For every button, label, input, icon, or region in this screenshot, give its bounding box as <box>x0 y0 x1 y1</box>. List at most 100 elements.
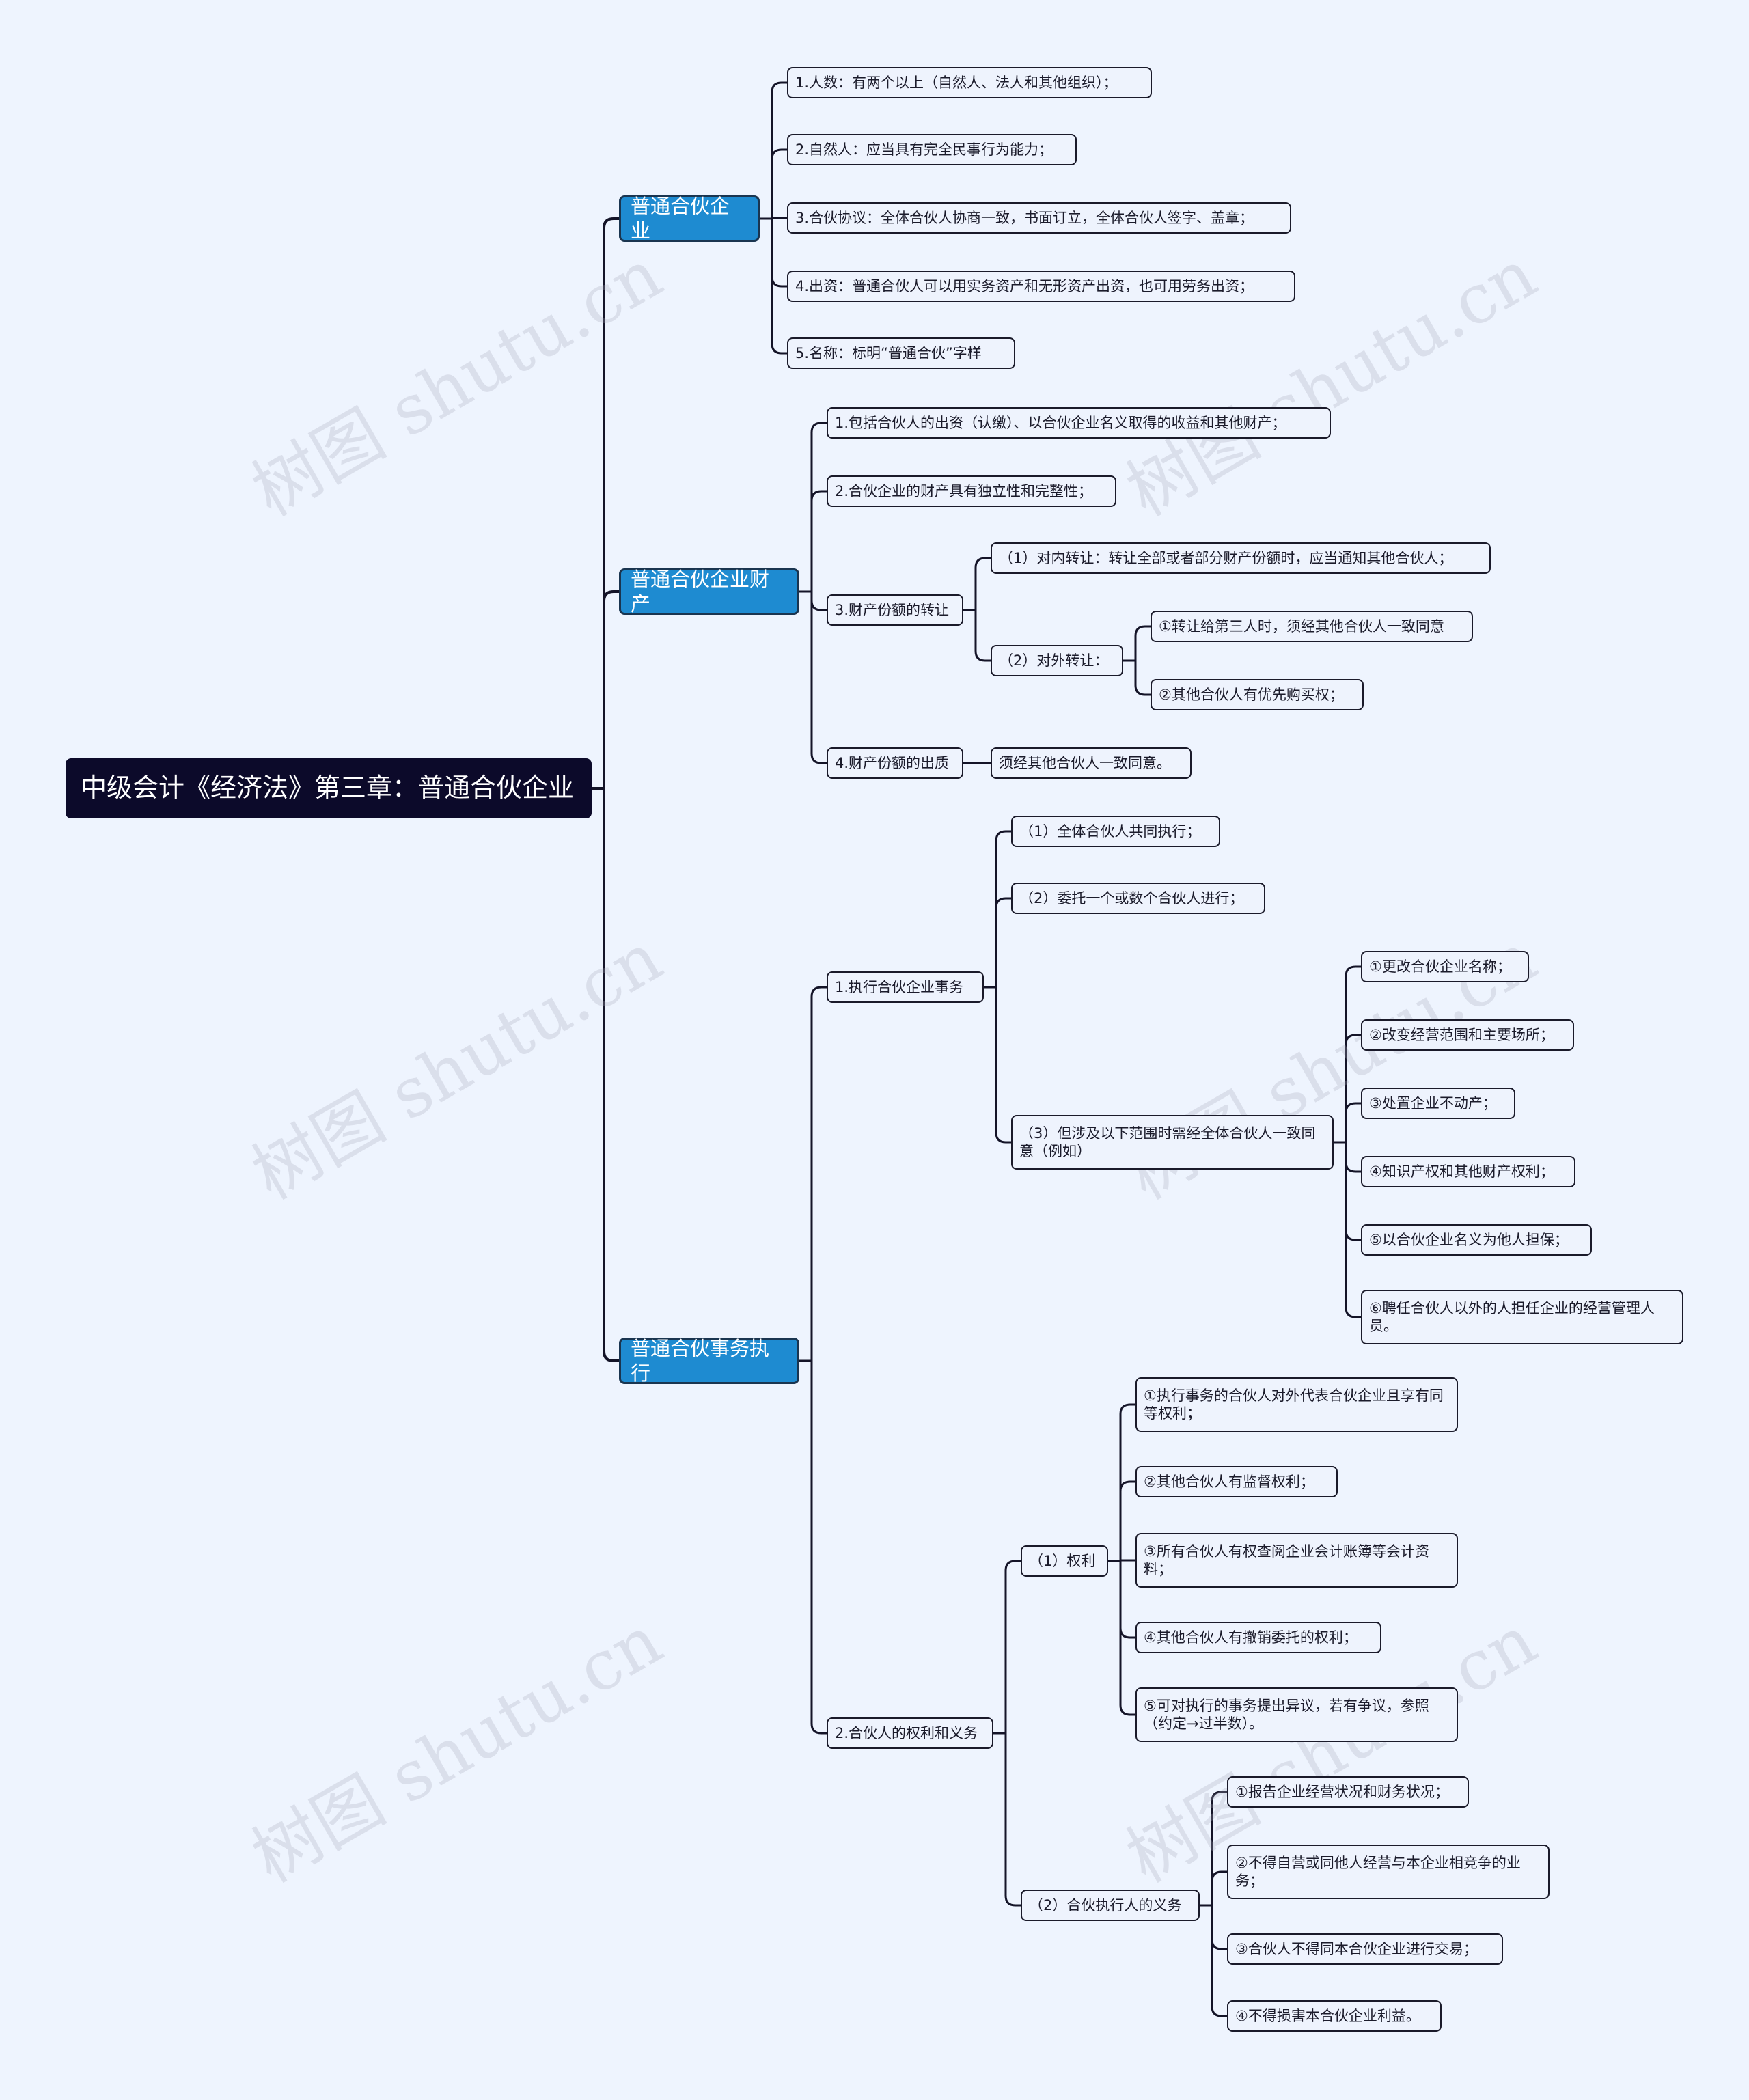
topic-b3c2b[interactable]: （2）合伙执行人的义务 <box>1021 1890 1200 1921</box>
topic-label: ⑤可对执行的事务提出异议，若有争议，参照（约定→过半数）。 <box>1144 1697 1429 1732</box>
topic-b1c5[interactable]: 5.名称：标明“普通合伙”字样 <box>787 337 1015 369</box>
topic-b3c2b1[interactable]: ①报告企业经营状况和财务状况； <box>1227 1776 1469 1808</box>
topic-b3c1a[interactable]: （1）全体合伙人共同执行； <box>1011 816 1220 847</box>
topic-b3c1c2[interactable]: ②改变经营范围和主要场所； <box>1361 1019 1574 1051</box>
connector-b2c3-b2c3a <box>963 557 991 611</box>
topic-b3c1b[interactable]: （2）委托一个或数个合伙人进行； <box>1011 883 1265 914</box>
topic-b3c1c3[interactable]: ③处置企业不动产； <box>1361 1088 1515 1119</box>
topic-label: ⑤以合伙企业名义为他人担保； <box>1369 1231 1569 1248</box>
connector-b3c1c-b3c1c6 <box>1334 1141 1361 1318</box>
connector-root-b1 <box>592 217 619 790</box>
topic-label: ①转让给第三人时，须经其他合伙人一致同意 <box>1159 618 1444 635</box>
connector-b2-b2c1 <box>799 422 827 593</box>
topic-label: 1.执行合伙企业事务 <box>835 978 964 995</box>
connector-b3-b3c1 <box>799 986 827 1362</box>
connector-b2c3b-b2c3b1 <box>1123 625 1151 662</box>
topic-b1c3[interactable]: 3.合伙协议：全体合伙人协商一致，书面订立，全体合伙人签字、盖章； <box>787 202 1291 234</box>
connector-b3c2a-b3c2a4 <box>1108 1560 1135 1639</box>
main-topic-b2[interactable]: 普通合伙企业财产 <box>619 568 799 616</box>
topic-b3c2b2[interactable]: ②不得自营或同他人经营与本企业相竞争的业务； <box>1227 1845 1550 1899</box>
topic-b3c2b3[interactable]: ③合伙人不得同本合伙企业进行交易； <box>1227 1933 1503 1965</box>
main-topic-b3[interactable]: 普通合伙事务执行 <box>619 1336 799 1385</box>
topic-b3c2[interactable]: 2.合伙人的权利和义务 <box>827 1717 993 1749</box>
topic-b2c3b2[interactable]: ②其他合伙人有优先购买权； <box>1151 679 1364 710</box>
topic-label: 2.自然人：应当具有完全民事行为能力； <box>795 141 1053 158</box>
connector-b3c2-b3c2a <box>993 1560 1021 1735</box>
connector-b3c1c-b3c1c4 <box>1334 1141 1361 1173</box>
connector-b3c2-b3c2b <box>993 1732 1021 1907</box>
topic-label: ①执行事务的合伙人对外代表合伙企业且享有同等权利； <box>1144 1387 1444 1422</box>
topic-b2c3a[interactable]: （1）对内转让：转让全部或者部分财产份额时，应当通知其他合伙人； <box>991 542 1491 574</box>
topic-label: 中级会计《经济法》第三章：普通合伙企业 <box>81 773 575 803</box>
connector-b3c1c-b3c1c3 <box>1334 1102 1361 1144</box>
topic-b1c2[interactable]: 2.自然人：应当具有完全民事行为能力； <box>787 134 1077 165</box>
topic-label: ②改变经营范围和主要场所； <box>1369 1026 1554 1043</box>
topic-b2c3[interactable]: 3.财产份额的转让 <box>827 594 963 626</box>
connector-b3c2a-b3c2a1 <box>1108 1403 1135 1562</box>
topic-b3c2a4[interactable]: ④其他合伙人有撤销委托的权利； <box>1135 1622 1381 1653</box>
topic-label: ③所有合伙人有权查阅企业会计账簿等会计资料； <box>1144 1543 1429 1577</box>
main-topic-b1[interactable]: 普通合伙企业 <box>619 194 760 243</box>
topic-label: 须经其他合伙人一致同意。 <box>999 754 1171 771</box>
topic-label: 4.出资：普通合伙人可以用实务资产和无形资产出资，也可用劳务出资； <box>795 277 1254 294</box>
topic-label: 3.合伙协议：全体合伙人协商一致，书面订立，全体合伙人签字、盖章； <box>795 209 1254 226</box>
topic-b3c1c1[interactable]: ①更改合伙企业名称； <box>1361 951 1529 982</box>
topic-label: 2.合伙人的权利和义务 <box>835 1724 978 1741</box>
connector-b3c1-b3c1a <box>984 830 1011 989</box>
topic-label: （1）全体合伙人共同执行； <box>1019 823 1201 840</box>
topic-b2c3b[interactable]: （2）对外转让： <box>991 645 1123 676</box>
topic-b2c4[interactable]: 4.财产份额的出质 <box>827 747 963 779</box>
topic-label: （2）委托一个或数个合伙人进行； <box>1019 889 1244 907</box>
topic-b3c2a3[interactable]: ③所有合伙人有权查阅企业会计账簿等会计资料； <box>1135 1533 1458 1588</box>
topic-b3c1[interactable]: 1.执行合伙企业事务 <box>827 971 984 1003</box>
connector-b3c1-b3c1b <box>984 897 1011 989</box>
topic-b2c2[interactable]: 2.合伙企业的财产具有独立性和完整性； <box>827 475 1116 507</box>
topic-b3c1c5[interactable]: ⑤以合伙企业名义为他人担保； <box>1361 1224 1592 1256</box>
connector-b1-b1c4 <box>760 217 787 288</box>
topic-label: （3）但涉及以下范围时需经全体合伙人一致同意（例如） <box>1019 1124 1316 1159</box>
topic-b1c1[interactable]: 1.人数：有两个以上（自然人、法人和其他组织）； <box>787 67 1152 98</box>
topic-label: （2）对外转让： <box>999 652 1109 669</box>
topic-label: ①更改合伙企业名称； <box>1369 958 1511 975</box>
connector-b3c1c-b3c1c2 <box>1334 1034 1361 1144</box>
connector-b3c2b-b3c2b2 <box>1200 1870 1227 1907</box>
topic-label: （1）权利 <box>1029 1552 1096 1569</box>
topic-b3c2a5[interactable]: ⑤可对执行的事务提出异议，若有争议，参照（约定→过半数）。 <box>1135 1687 1458 1742</box>
topic-label: 普通合伙事务执行 <box>631 1336 770 1385</box>
topic-b1c4[interactable]: 4.出资：普通合伙人可以用实务资产和无形资产出资，也可用劳务出资； <box>787 271 1295 302</box>
topic-label: 普通合伙企业 <box>631 194 730 243</box>
topic-label: 2.合伙企业的财产具有独立性和完整性； <box>835 482 1093 499</box>
root-topic[interactable]: 中级会计《经济法》第三章：普通合伙企业 <box>66 758 592 818</box>
topic-b3c1c4[interactable]: ④知识产权和其他财产权利； <box>1361 1156 1575 1187</box>
topic-label: ④不得损害本合伙企业利益。 <box>1235 2007 1420 2024</box>
connector-b3c1c-b3c1c1 <box>1334 965 1361 1144</box>
connector-b2-b2c3 <box>799 590 827 611</box>
connector-b3c2b-b3c2b1 <box>1200 1791 1227 1907</box>
connector-b3-b3c2 <box>799 1359 827 1735</box>
topic-b2c3b1[interactable]: ①转让给第三人时，须经其他合伙人一致同意 <box>1151 611 1473 642</box>
connector-b1-b1c5 <box>760 217 787 355</box>
connector-b1-b1c1 <box>760 81 787 220</box>
connector-b3c1c-b3c1c5 <box>1334 1141 1361 1241</box>
connector-b3c2b-b3c2b3 <box>1200 1904 1227 1950</box>
topic-label: 1.人数：有两个以上（自然人、法人和其他组织）； <box>795 74 1118 91</box>
connector-b2c3-b2c3b <box>963 609 991 662</box>
topic-b3c2a1[interactable]: ①执行事务的合伙人对外代表合伙企业且享有同等权利； <box>1135 1377 1458 1432</box>
topic-label: ①报告企业经营状况和财务状况； <box>1235 1783 1449 1800</box>
topic-label: ②其他合伙人有监督权利； <box>1144 1473 1314 1490</box>
topic-label: 1.包括合伙人的出资（认缴）、以合伙企业名义取得的收益和其他财产； <box>835 414 1286 431</box>
connector-b3c2a-b3c2a2 <box>1108 1480 1135 1562</box>
topic-label: （2）合伙执行人的义务 <box>1029 1896 1182 1914</box>
topic-b3c2a[interactable]: （1）权利 <box>1021 1545 1108 1577</box>
topic-b2c1[interactable]: 1.包括合伙人的出资（认缴）、以合伙企业名义取得的收益和其他财产； <box>827 407 1331 439</box>
topic-label: 3.财产份额的转让 <box>835 601 950 618</box>
topic-b3c1c6[interactable]: ⑥聘任合伙人以外的人担任企业的经营管理人员。 <box>1361 1290 1683 1344</box>
connector-root-b3 <box>592 787 619 1362</box>
topic-label: ④其他合伙人有撤销委托的权利； <box>1144 1629 1358 1646</box>
topic-b2c4a[interactable]: 须经其他合伙人一致同意。 <box>991 747 1192 779</box>
connector-b2-b2c2 <box>799 490 827 593</box>
topic-b3c2b4[interactable]: ④不得损害本合伙企业利益。 <box>1227 2000 1442 2032</box>
topic-b3c2a2[interactable]: ②其他合伙人有监督权利； <box>1135 1466 1338 1497</box>
topic-b3c1c[interactable]: （3）但涉及以下范围时需经全体合伙人一致同意（例如） <box>1011 1115 1334 1170</box>
